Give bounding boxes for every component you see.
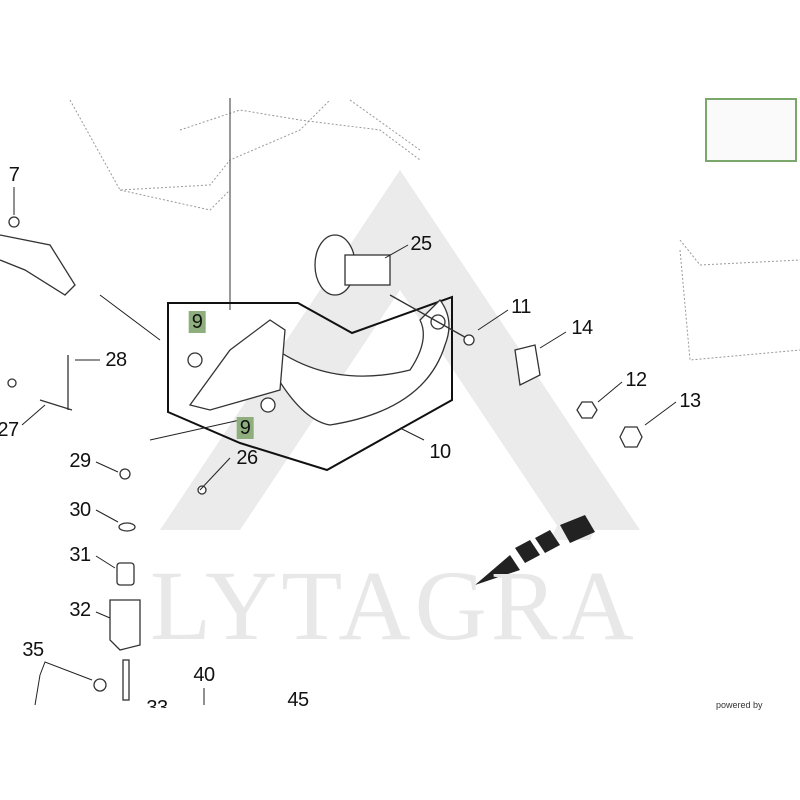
callout-28[interactable]: 28 [105, 349, 127, 371]
powered-by-text: powered by [716, 700, 763, 710]
assembly-outline [167, 295, 453, 472]
callout-27[interactable]: 27 [0, 419, 19, 441]
arm-part-10 [187, 299, 450, 426]
callout-25[interactable]: 25 [410, 233, 432, 255]
callout-26[interactable]: 26 [236, 447, 258, 469]
callout-30[interactable]: 30 [69, 499, 91, 521]
callout-40[interactable]: 40 [193, 664, 215, 686]
callout-33[interactable]: 33 [146, 697, 168, 719]
watermark-text: LYTAGRA [150, 550, 638, 661]
callout-7[interactable]: 7 [8, 164, 20, 186]
hub-part-25 [314, 234, 471, 341]
callout-9-highlighted[interactable]: 9 [188, 311, 206, 333]
overview-thumbnail[interactable] [705, 98, 797, 162]
callout-14[interactable]: 14 [571, 317, 593, 339]
frame-background [69, 99, 800, 361]
callout-9-highlighted[interactable]: 9 [236, 417, 254, 439]
callout-32[interactable]: 32 [69, 599, 91, 621]
callout-31[interactable]: 31 [69, 544, 91, 566]
callout-13[interactable]: 13 [679, 390, 701, 412]
callout-29[interactable]: 29 [69, 450, 91, 472]
callout-11[interactable]: 11 [511, 296, 531, 318]
leader-lines [13, 187, 677, 706]
callout-35[interactable]: 35 [22, 639, 44, 661]
callout-45[interactable]: 45 [287, 689, 309, 711]
small-parts [0, 216, 643, 701]
callout-12[interactable]: 12 [625, 369, 647, 391]
direction-arrow-icon [475, 515, 595, 585]
callout-10[interactable]: 10 [429, 441, 451, 463]
